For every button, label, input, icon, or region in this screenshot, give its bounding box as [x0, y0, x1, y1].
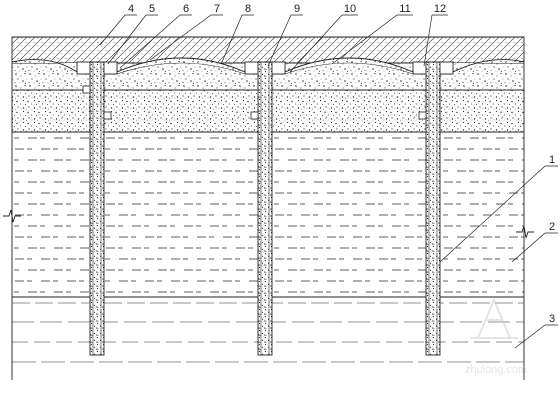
callout-leader: [439, 165, 558, 263]
arch-right-edge-fill: [453, 59, 524, 72]
callout-label: 11: [399, 3, 410, 15]
callout-leader: [331, 14, 413, 65]
callout-5: 5: [107, 3, 158, 65]
callout-7: 7: [149, 3, 223, 61]
callout-label: 10: [344, 3, 356, 15]
watermark: zhulong.com: [465, 297, 527, 376]
break-mark-right: [516, 225, 534, 239]
callout-11: 11: [331, 3, 413, 65]
pile-1: [76, 61, 118, 356]
arch-2-inner: [284, 62, 414, 75]
break-mark-left: [3, 209, 21, 223]
arch-left-edge-fill: [12, 59, 77, 72]
pile-shaft: [425, 61, 441, 356]
watermark-logo: [470, 297, 518, 339]
callout-3: 3: [514, 313, 558, 349]
callout-leader: [511, 232, 558, 263]
callout-leader: [107, 14, 158, 65]
callout-label: 4: [128, 3, 134, 15]
callout-leader: [221, 14, 254, 63]
callout-label: 5: [149, 3, 155, 15]
callout-12: 12: [423, 3, 448, 67]
watermark-text: zhulong.com: [465, 364, 527, 376]
pile-3: [412, 61, 454, 356]
callout-4: 4: [99, 3, 137, 46]
soil-arches: [11, 57, 525, 75]
callout-leader: [289, 14, 358, 73]
drawing-border: [11, 36, 525, 380]
callout-label: 9: [294, 3, 300, 15]
arch-1-inner: [116, 62, 246, 75]
callout-leader: [119, 14, 192, 69]
pile-shaft: [89, 61, 105, 356]
pile-2: [244, 61, 286, 356]
callout-label: 2: [549, 221, 555, 233]
callout-leader: [267, 14, 303, 67]
callout-label: 3: [549, 313, 555, 325]
callout-9: 9: [267, 3, 303, 67]
callout-leader: [514, 324, 558, 349]
callout-label: 8: [245, 3, 251, 15]
pile-connector: [82, 85, 91, 94]
callout-label: 12: [434, 3, 446, 15]
callout-10: 10: [289, 3, 358, 73]
callout-leader: [423, 14, 448, 67]
callout-6: 6: [119, 3, 192, 69]
callout-1: 1: [439, 154, 558, 263]
arch-left-edge: [11, 59, 78, 73]
callout-8: 8: [221, 3, 254, 63]
pile-shaft: [257, 61, 273, 356]
callout-leader: [99, 14, 137, 46]
callout-leader: [149, 14, 223, 61]
pile-connector: [250, 111, 259, 120]
pile-connector: [418, 111, 427, 120]
pile-connector: [103, 111, 112, 120]
arch-right-edge: [452, 59, 525, 73]
callout-label: 7: [214, 3, 220, 15]
callout-label: 1: [549, 154, 555, 166]
callout-label: 6: [183, 3, 189, 15]
arch-1-outer: [116, 57, 246, 73]
arch-2-outer: [284, 57, 414, 73]
callout-2: 2: [511, 221, 558, 263]
cushion-layer: [12, 37, 524, 63]
